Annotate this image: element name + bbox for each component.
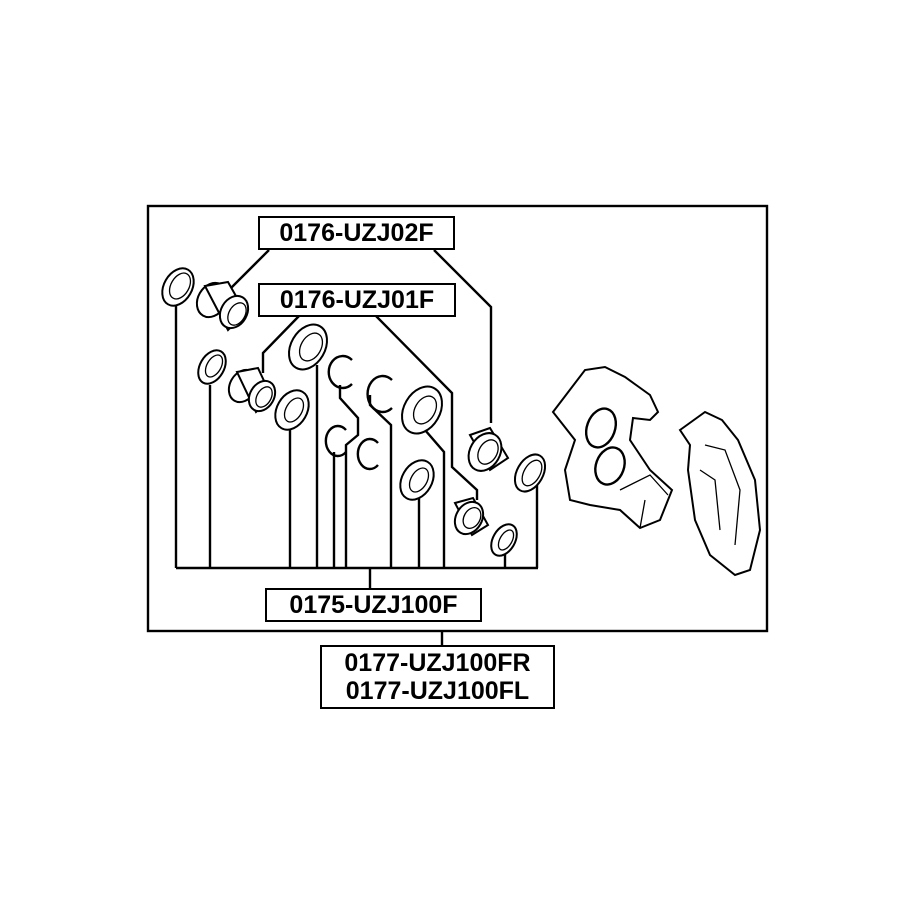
seal-ring	[490, 523, 518, 557]
caliper-housing-outer	[678, 410, 762, 577]
retaining-clips	[324, 354, 393, 471]
seal-ring	[513, 453, 547, 493]
piston	[467, 426, 510, 472]
part-label-0177-uzj100fr: 0177-UZJ100FR	[344, 649, 531, 677]
part-label-0175-uzj100f: 0175-UZJ100F	[265, 588, 482, 622]
part-label-0177-uzj100fl: 0177-UZJ100FL	[345, 677, 530, 705]
part-label-0176-uzj02f: 0176-UZJ02F	[258, 216, 455, 250]
caliper-housing	[551, 365, 674, 530]
dust-boot	[274, 389, 310, 431]
part-label-0176-uzj01f: 0176-UZJ01F	[258, 283, 456, 317]
frame-border	[146, 204, 769, 633]
dust-boot	[399, 459, 435, 501]
dust-boot	[288, 323, 328, 371]
seal-ring	[161, 267, 195, 307]
piston	[453, 496, 490, 537]
part-label-caliper-assembly: 0177-UZJ100FR 0177-UZJ100FL	[320, 645, 555, 709]
dust-boot	[401, 385, 443, 435]
piston	[227, 366, 277, 414]
piston	[195, 280, 250, 332]
seal-ring	[197, 349, 227, 385]
leader-lines	[174, 249, 539, 645]
